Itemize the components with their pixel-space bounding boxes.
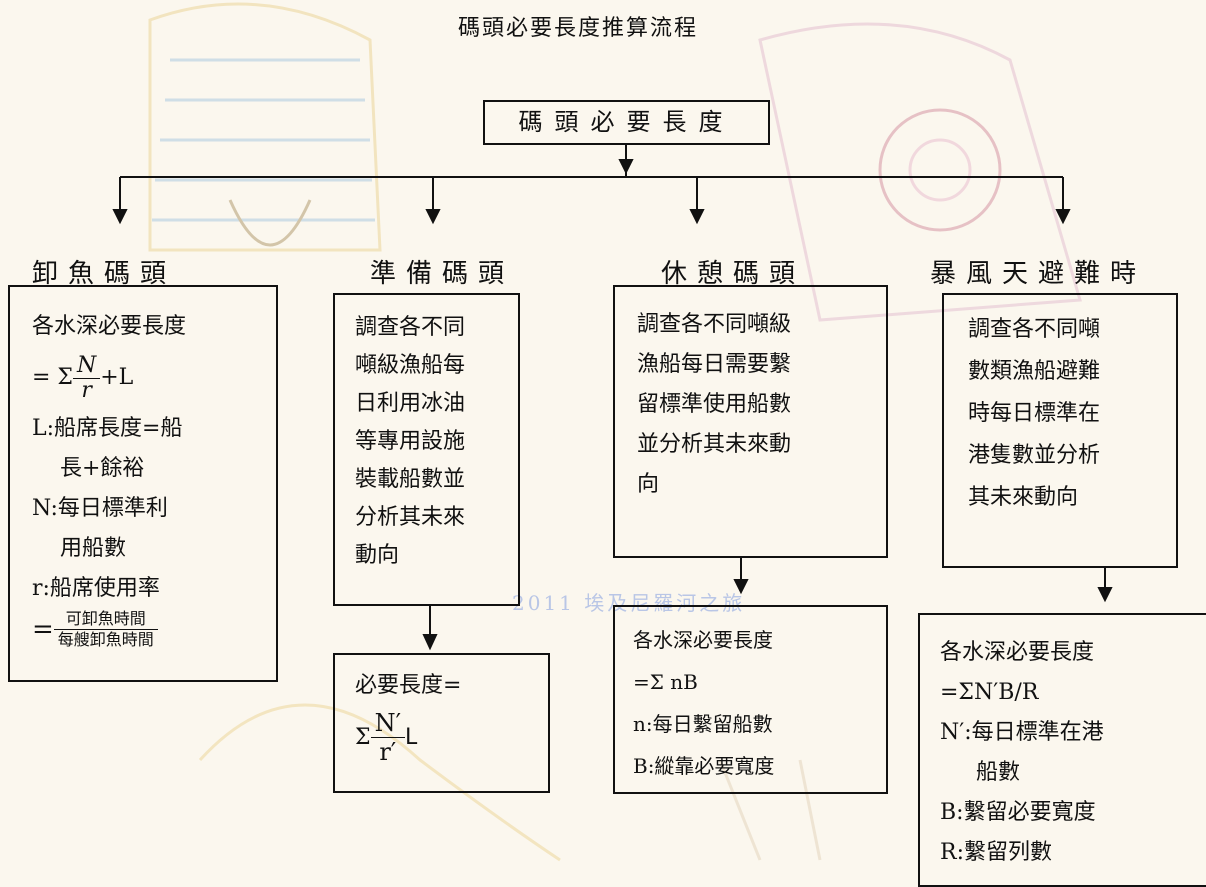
connectors (112, 145, 1113, 651)
preparation-line-2: 噸級漁船每 (355, 353, 466, 378)
preparation-denominator: r′ (379, 738, 397, 766)
storm-result-line-3: N′:每日標準在港 (940, 720, 1104, 745)
preparation-line-5: 裝載船數並 (355, 467, 466, 492)
unloading-line-1: 各水深必要長度 (32, 314, 187, 339)
rest-result-line-2: =Σ nB (633, 670, 698, 694)
unloading-line-6: 用船數 (60, 536, 127, 561)
diagram-title: 碼頭必要長度推算流程 (458, 16, 699, 41)
storm-line-5: 其未來動向 (968, 485, 1079, 510)
heading-rest-wharf: 休憩碼頭 (661, 259, 806, 289)
unloading-line-4: 長+餘裕 (60, 456, 145, 481)
watermark-text: 2011 埃及尼羅河之旅 (512, 591, 746, 615)
heading-unloading-wharf: 卸魚碼頭 (32, 259, 177, 289)
storm-result-box: 各水深必要長度 =ΣN′B/R N′:每日標準在港 船數 B:繫留必要寬度 R:… (918, 613, 1206, 887)
preparation-line-6: 分析其未來 (355, 505, 466, 530)
rest-line-1: 調查各不同噸級 (637, 312, 792, 337)
background-illustration (148, 2, 1082, 862)
rest-result-line-1: 各水深必要長度 (633, 628, 773, 652)
ratio-denominator: 每艘卸魚時間 (57, 630, 154, 649)
unloading-line-7: r:船席使用率 (32, 576, 160, 601)
storm-result-line-6: R:繫留列數 (940, 840, 1052, 865)
storm-line-4: 港隻數並分析 (968, 443, 1101, 468)
fraction-numerator: N (72, 353, 101, 379)
ratio-fraction: 可卸魚時間每艘卸魚時間 (53, 609, 158, 650)
storm-line-2: 數類漁船避難 (968, 359, 1101, 384)
fraction-denominator: r (81, 377, 92, 403)
storm-result-line-5: B:繫留必要寬度 (940, 800, 1096, 825)
ratio-prefix: = (32, 614, 54, 645)
preparation-line-4: 等專用設施 (355, 429, 466, 454)
rest-box: 調查各不同噸級 漁船每日需要繫 留標準使用船數 並分析其未來動 向 (613, 285, 888, 558)
preparation-suffix: L (405, 725, 418, 750)
formula-prefix: = Σ (32, 365, 73, 390)
rest-result-box: 各水深必要長度 =Σ nB n:每日繫留船數 B:縱靠必要寬度 (613, 605, 888, 794)
storm-box: 調查各不同噸 數類漁船避難 時每日標準在 港隻數並分析 其未來動向 (942, 293, 1178, 568)
preparation-line-1: 調查各不同 (355, 315, 466, 340)
heading-preparation-wharf: 準備碼頭 (370, 259, 515, 289)
storm-line-3: 時每日標準在 (968, 401, 1101, 426)
rest-line-4: 並分析其未來動 (637, 432, 792, 457)
root-box: 碼頭必要長度 (483, 100, 770, 145)
preparation-line-7: 動向 (355, 543, 400, 568)
storm-result-line-2: =ΣN′B/R (940, 680, 1039, 705)
storm-result-line-1: 各水深必要長度 (940, 640, 1095, 665)
ratio-numerator: 可卸魚時間 (53, 609, 158, 630)
preparation-fraction: N′r′ (370, 709, 406, 766)
preparation-line-3: 日利用冰油 (355, 391, 466, 416)
rest-result-line-4: B:縱靠必要寬度 (633, 754, 775, 778)
preparation-numerator: N′ (370, 709, 406, 738)
storm-line-1: 調查各不同噸 (968, 317, 1101, 342)
formula-suffix: +L (100, 365, 134, 390)
unloading-line-5: N:每日標準利 (32, 496, 168, 521)
rest-line-3: 留標準使用船數 (637, 392, 792, 417)
unloading-line-3: L:船席長度=船 (32, 416, 183, 441)
unloading-ratio: =可卸魚時間每艘卸魚時間 (32, 609, 276, 650)
rest-line-5: 向 (637, 472, 660, 497)
preparation-sigma: Σ (355, 725, 371, 750)
preparation-box: 調查各不同 噸級漁船每 日利用冰油 等專用設施 裝載船數並 分析其未來 動向 (333, 293, 520, 606)
rest-result-line-3: n:每日繫留船數 (633, 712, 773, 736)
heading-storm-shelter: 暴風天避難時 (930, 259, 1147, 289)
storm-result-line-4: 船數 (976, 760, 1021, 785)
preparation-result-label: 必要長度= (355, 673, 462, 698)
rest-line-2: 漁船每日需要繫 (637, 352, 792, 377)
